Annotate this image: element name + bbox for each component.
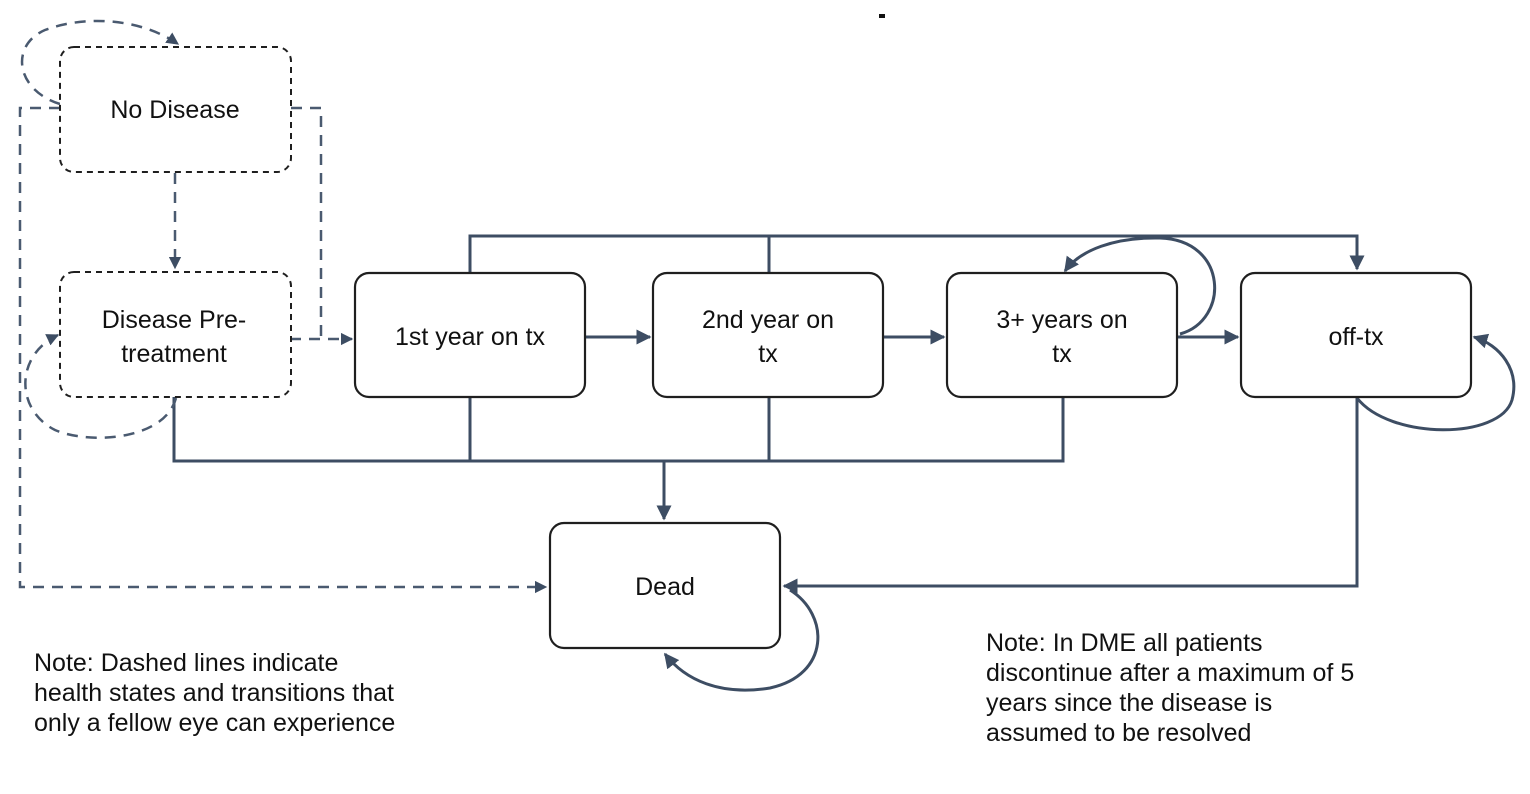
note-right-line-3: years since the disease is	[986, 689, 1273, 717]
note-dashed-lines: Note: Dashed lines indicate health state…	[34, 648, 395, 738]
state-year3plus: 3+ years on tx	[945, 271, 1179, 399]
edge-no-disease-to-dead	[18, 106, 548, 594]
edge-no-disease-to-year1	[291, 106, 323, 339]
edge-top-bus-to-offtx	[468, 234, 1365, 273]
state-dead: Dead	[548, 521, 782, 650]
top-mark	[879, 14, 885, 18]
note-right-line-2: discontinue after a maximum of 5	[986, 659, 1355, 687]
loop-no-disease-self	[20, 19, 180, 106]
state-year3plus-label-line1: 3+ years on	[996, 306, 1127, 334]
loop-pretreat-self	[24, 333, 178, 439]
state-year2-label-line1: 2nd year on	[702, 306, 834, 334]
state-disease-pretreatment-label-line2: treatment	[121, 340, 227, 368]
state-disease-pretreatment-label-line1: Disease Pre-	[102, 306, 247, 334]
loop-dead-self	[663, 588, 820, 692]
state-off-tx-label: off-tx	[1328, 323, 1384, 351]
state-no-disease-label: No Disease	[110, 96, 239, 124]
note-left-line-2: health states and transitions that	[34, 679, 394, 707]
note-right-line-4: assumed to be resolved	[986, 719, 1252, 747]
state-off-tx: off-tx	[1239, 271, 1473, 399]
state-no-disease: No Disease	[59, 46, 292, 173]
state-disease-pretreatment: Disease Pre- treatment	[59, 271, 292, 398]
loop-offtx-self	[1355, 333, 1516, 432]
edge-bottom-bus	[172, 396, 1065, 463]
note-left-line-1: Note: Dashed lines indicate	[34, 649, 339, 677]
note-dme-discontinue: Note: In DME all patients discontinue af…	[986, 628, 1354, 748]
state-year2: 2nd year on tx	[651, 271, 885, 399]
loop-year3-self	[1063, 236, 1217, 336]
state-year1-label: 1st year on tx	[395, 323, 546, 351]
state-year3plus-label-line2: tx	[1052, 340, 1072, 368]
state-dead-label: Dead	[635, 573, 695, 601]
note-right-line-1: Note: In DME all patients	[986, 629, 1263, 657]
state-year1: 1st year on tx	[353, 271, 587, 399]
note-left-line-3: only a fellow eye can experience	[34, 709, 396, 737]
state-year2-label-line2: tx	[758, 340, 778, 368]
edge-offtx-to-dead	[782, 397, 1359, 594]
